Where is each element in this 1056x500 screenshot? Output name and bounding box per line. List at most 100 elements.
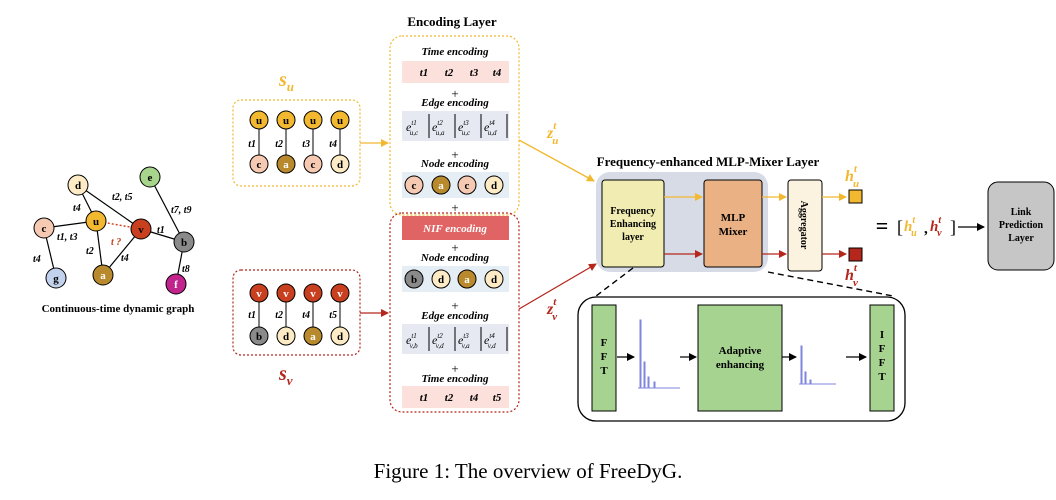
frequency-detail: F F T Adaptive enhancing I F F T [577, 296, 906, 422]
adaptive-line-1: Adaptive [719, 345, 762, 357]
sv-bottom-node-3-label: d [337, 331, 343, 343]
edge-label-t2-ua: t2 [86, 246, 94, 257]
fft-letter-2: F [601, 351, 608, 363]
v-node-enc-3-label: d [491, 274, 497, 286]
u-time-enc-1: t2 [445, 67, 454, 79]
graph-node-d [67, 174, 89, 196]
concat-close-bracket: ] [950, 217, 956, 237]
sv-bottom-node-2 [303, 326, 323, 346]
encoding-layer-title: Encoding Layer [407, 14, 496, 29]
v-time-enc-3: t5 [493, 392, 502, 404]
sv-top-node-2 [303, 283, 323, 303]
sv-time-3: t5 [329, 310, 337, 321]
edge-label-t8: t8 [182, 264, 190, 275]
mlp-line-1: MLP [721, 212, 746, 224]
su-top-node-0 [249, 110, 269, 130]
sv-bottom-node-1-label: d [283, 331, 289, 343]
su-top-node-2 [303, 110, 323, 130]
su-bottom-node-0 [249, 154, 269, 174]
v-node-enc-1 [431, 269, 451, 289]
sv-top-node-3-label: v [337, 288, 343, 300]
mixer-layer-title: Frequency-enhanced MLP-Mixer Layer [597, 154, 820, 169]
zu-arrow [518, 139, 595, 182]
v-node-enc-0 [404, 269, 424, 289]
su-bottom-node-2 [303, 154, 323, 174]
plus-1: + [451, 86, 458, 101]
su-top-node-3-label: u [337, 115, 343, 127]
hu-square [848, 189, 863, 204]
graph-node-label-f: f [174, 279, 178, 291]
graph-node-c [33, 217, 55, 239]
hv-square [848, 247, 863, 262]
u-node-enc-1-label: a [438, 180, 444, 192]
su-symbol: su [278, 69, 294, 94]
u-time-encoding-label: Time encoding [421, 46, 489, 58]
ifft-block [869, 304, 895, 412]
graph-node-label-d: d [75, 180, 81, 192]
u-time-enc-2: t3 [470, 67, 479, 79]
v-time-strip [402, 386, 509, 408]
sv-bottom-node-2-label: a [310, 331, 316, 343]
ifft-letter-4: T [878, 371, 886, 383]
edge-label-t2t5: t2, t5 [112, 192, 133, 203]
graph-node-b [173, 231, 195, 253]
edge-label-query: t ? [111, 237, 121, 248]
graph-node-v [130, 218, 152, 240]
sv-bottom-node-1 [276, 326, 296, 346]
nif-encoding-label: NIF encoding [422, 223, 487, 235]
sv-bottom-node-0 [249, 326, 269, 346]
graph-node-label-v: v [138, 224, 144, 236]
freq-line-2: Enhancing [610, 219, 656, 230]
adaptive-enhancing-block [697, 304, 783, 412]
graph-node-label-u: u [93, 216, 99, 228]
sv-top-node-1 [276, 283, 296, 303]
graph-node-f [165, 273, 187, 295]
frequency-enhancing-layer [601, 179, 665, 268]
edge-e-b [149, 176, 185, 243]
graph-node-label-c: c [42, 223, 47, 235]
mlp-mixer-layer: Frequency-enhanced MLP-Mixer Layer Frequ… [596, 154, 823, 272]
v-time-enc-0: t1 [420, 392, 429, 404]
su-box [232, 99, 361, 187]
v-node-enc-1-label: d [438, 274, 444, 286]
edge-label-t4-va: t4 [121, 253, 129, 264]
su-bottom-node-0-label: c [257, 159, 262, 171]
graph-node-g [45, 267, 67, 289]
aggregator-block [787, 179, 823, 272]
u-node-enc-2-label: c [465, 180, 470, 192]
zv-arrow [518, 263, 597, 310]
v-time-enc-1: t2 [445, 392, 454, 404]
su-bottom-node-1-label: a [283, 159, 289, 171]
plus-6: + [451, 361, 458, 376]
zoom-line-right [767, 271, 894, 297]
u-time-strip [402, 61, 509, 83]
v-time-enc-2: t4 [470, 392, 479, 404]
spectrum-after-icon [799, 345, 836, 385]
v-node-enc-0-label: b [411, 274, 417, 286]
graph-nodes [33, 166, 195, 295]
plus-5: + [451, 298, 458, 313]
link-line-2: Prediction [999, 220, 1044, 231]
adaptive-line-2: enhancing [716, 359, 765, 371]
encoding-u-box [389, 35, 520, 216]
v-node-encoding-label: Node encoding [420, 252, 490, 264]
ifft-letter-3: F [879, 357, 886, 369]
aggregator-label: Aggregator [798, 201, 809, 250]
detail-box [577, 296, 906, 422]
edge-label-t4-cg: t4 [33, 254, 41, 265]
su-top-node-1 [276, 110, 296, 130]
freq-line-3: layer [622, 232, 644, 243]
u-node-enc-3-label: d [491, 180, 497, 192]
sv-bottom-node-3 [330, 326, 350, 346]
concat-comma: , [924, 221, 928, 237]
graph-node-e [139, 166, 161, 188]
